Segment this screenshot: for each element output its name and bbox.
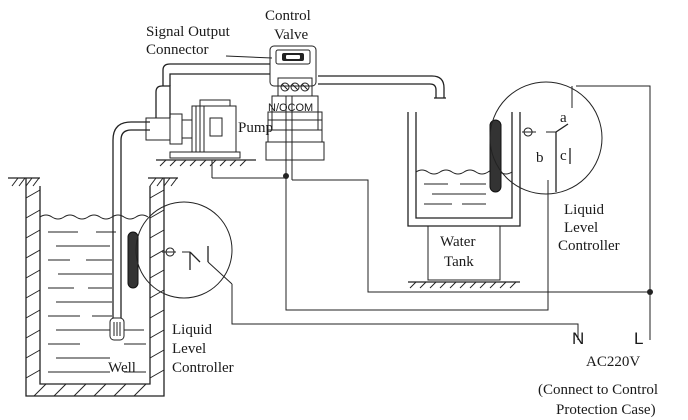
valve-outlet-pipe (318, 75, 445, 98)
water-tank-label-2: Tank (444, 254, 474, 270)
pump-ground-hatch (159, 159, 247, 167)
neutral-label: N (572, 329, 584, 348)
well-liquid-level-controller: Liquid Level Controller (135, 201, 234, 376)
note-line-1: (Connect to Control (538, 382, 658, 398)
well-water-lines (48, 231, 146, 373)
pump-outlet-pipe (155, 85, 171, 118)
tank-outer-wall (407, 112, 521, 227)
tank-ground-hatch (409, 281, 517, 289)
tank-float-symbol (522, 127, 536, 137)
well-controller-circle (135, 201, 233, 299)
signal-output-leader (225, 55, 273, 59)
well-inner-wall (39, 186, 151, 385)
llc-left-label-3: Controller (172, 360, 234, 376)
switch-label-b: b (536, 150, 544, 166)
supply-label: AC220V (586, 354, 640, 370)
switch-label-c: c (560, 148, 567, 164)
tank-inner-wall (415, 112, 513, 219)
llc-left-label-2: Level (172, 341, 206, 357)
pump-assembly: Pump (145, 63, 273, 167)
llc-right-label-2: Level (564, 220, 598, 236)
pump-label: Pump (238, 120, 273, 136)
control-valve-label-2: Valve (274, 27, 308, 43)
well: Well (8, 121, 178, 397)
terminal-com (300, 82, 310, 92)
switch-label-a: a (560, 110, 567, 126)
well-water-surface (39, 214, 149, 220)
well-wall-hatch (25, 189, 165, 397)
tank-float-sensor (489, 119, 502, 193)
control-valve: Control Valve N/OCOM Signal Output Conne… (146, 8, 446, 161)
terminal-no (280, 82, 290, 92)
note-line-2: Protection Case) (556, 402, 656, 418)
water-tank: Water Tank (407, 112, 521, 289)
terminal-nc (290, 82, 300, 92)
tank-controller-circle (489, 81, 603, 195)
signal-output-label-2: Connector (146, 42, 208, 58)
tank-water-lines (424, 183, 486, 205)
power-supply: N L AC220V (Connect to Control Protectio… (538, 329, 658, 418)
well-outer-wall (25, 178, 165, 397)
llc-left-label-1: Liquid (172, 322, 212, 338)
well-ground-hatch (8, 177, 178, 187)
wire-to-live (292, 179, 650, 293)
valve-display (275, 49, 311, 65)
pump-body (191, 105, 237, 153)
live-label: L (634, 329, 643, 348)
switch-contact-a (555, 123, 569, 133)
valve-head (269, 45, 317, 87)
terminal-label: N/OCOM (268, 102, 313, 114)
water-tank-label-1: Water (440, 234, 475, 250)
llc-right-label-1: Liquid (564, 202, 604, 218)
well-foot-valve (109, 317, 125, 341)
well-intake-pipe (112, 121, 150, 318)
well-label: Well (108, 360, 136, 376)
llc-right-label-3: Controller (558, 238, 620, 254)
tank-liquid-level-controller: a b c Liquid Level Controller (489, 81, 620, 254)
tank-stand (427, 225, 501, 281)
well-float-symbol (162, 247, 176, 257)
control-valve-label-1: Control (265, 8, 311, 24)
signal-output-label-1: Signal Output (146, 24, 231, 40)
wiring (207, 85, 653, 340)
wire-to-neutral (231, 284, 579, 340)
well-float-sensor (127, 231, 139, 289)
